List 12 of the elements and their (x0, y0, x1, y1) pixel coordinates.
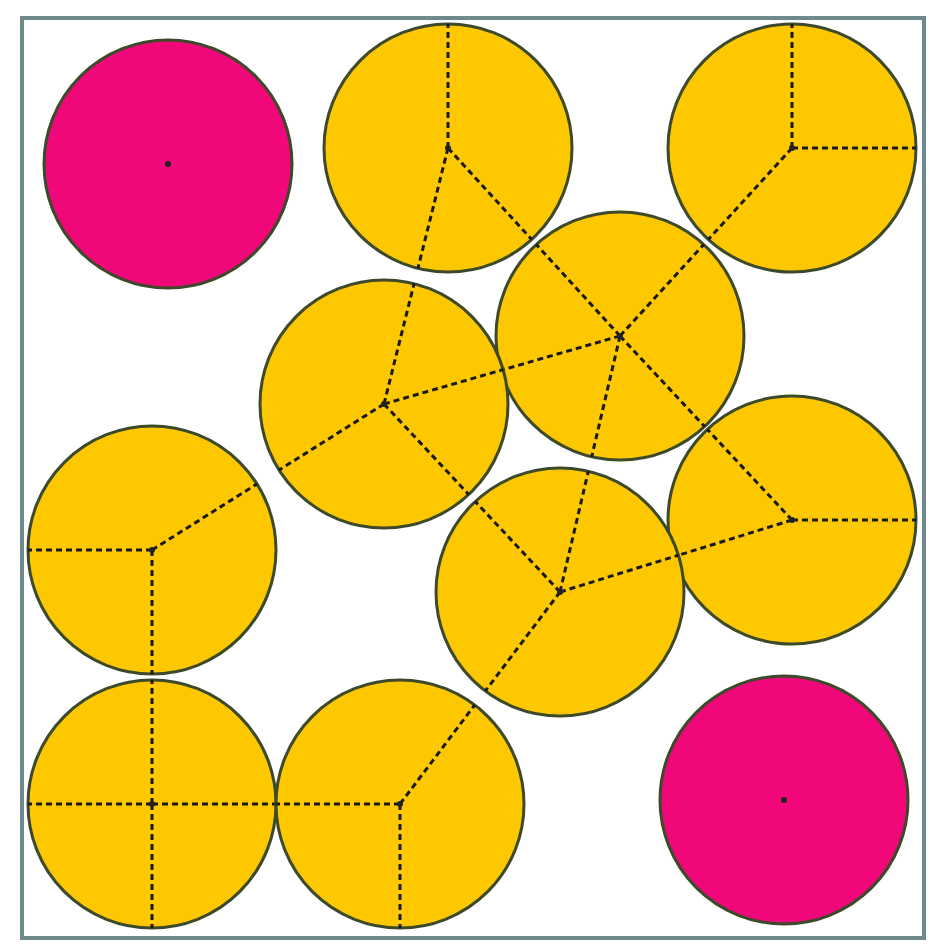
disk (322, 22, 574, 274)
disk (26, 424, 278, 676)
disk (666, 22, 918, 274)
disk (658, 674, 910, 926)
disk (274, 678, 526, 930)
square-frame (20, 16, 926, 940)
disk (258, 278, 510, 530)
disk (666, 394, 918, 646)
disk (42, 38, 294, 290)
disk (26, 678, 278, 930)
disk (494, 210, 746, 462)
disk (434, 466, 686, 718)
